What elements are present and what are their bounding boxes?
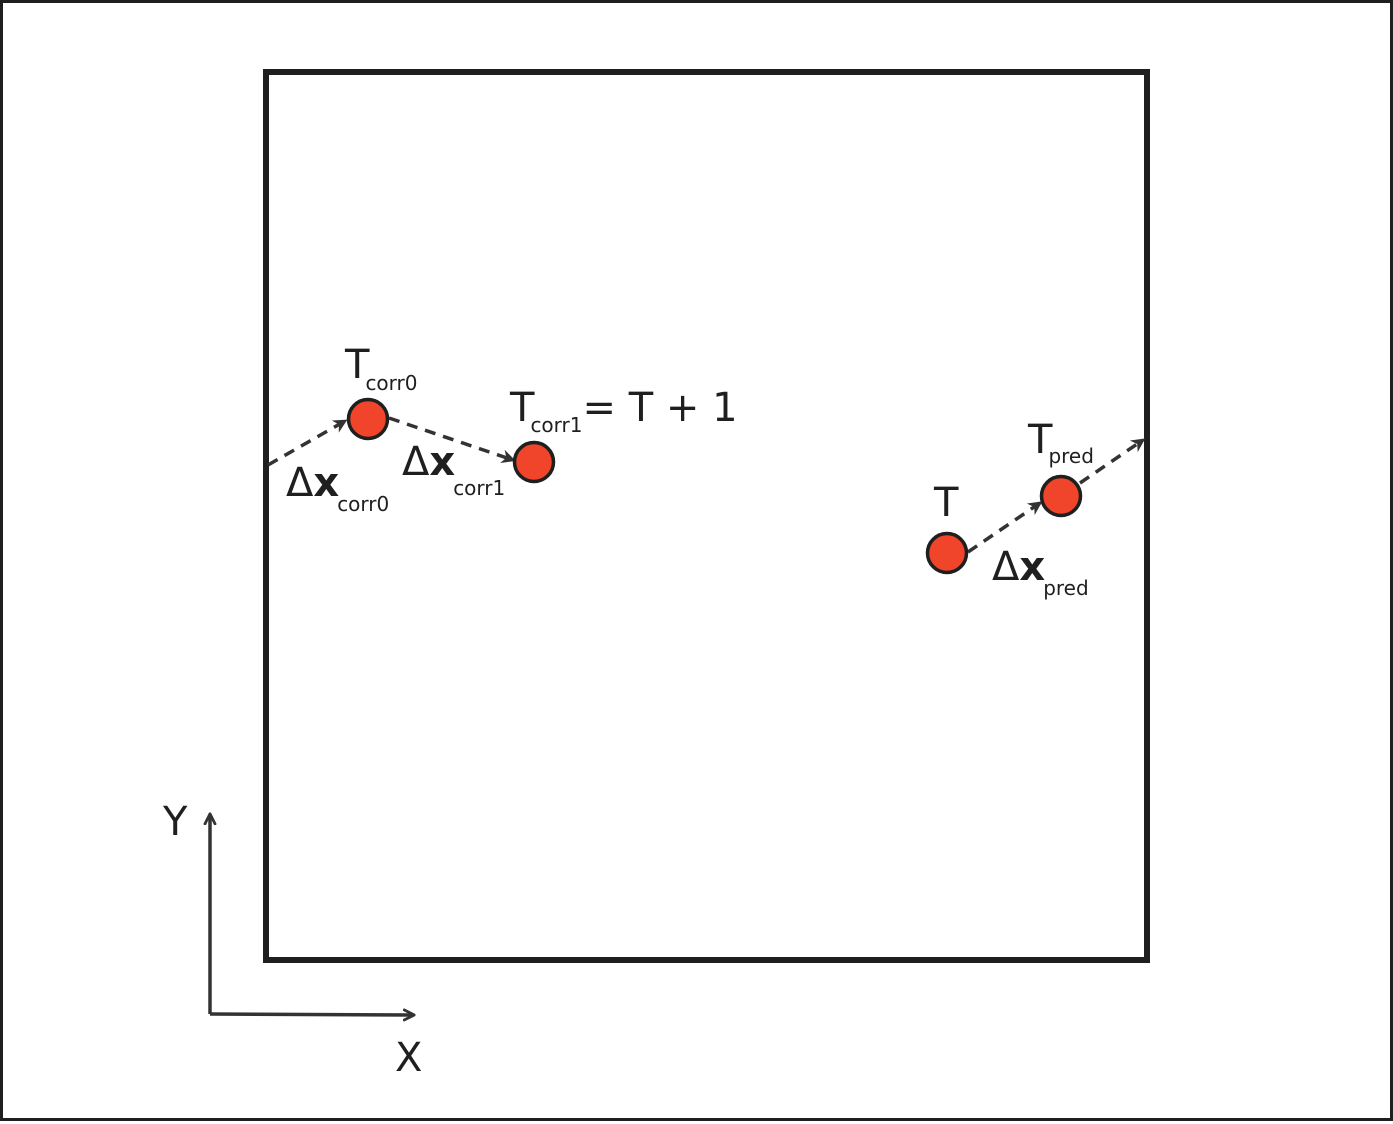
node-t-corr0 [346, 397, 390, 441]
x-axis-label: X [395, 1035, 422, 1081]
label-dx-pred: Δxpred [992, 544, 1089, 600]
label-t: T [933, 480, 959, 526]
node-t-pred [1039, 474, 1083, 518]
label-t-pred: Tpred [1027, 417, 1094, 468]
arrow-beyond-boundary [1079, 438, 1146, 485]
arrow-dx-corr1 [388, 416, 516, 464]
x-axis-arrow [209, 1014, 413, 1015]
label-t-corr1: Tcorr1= T + 1 [509, 385, 738, 437]
y-axis-label: Y [162, 799, 188, 845]
arrow-dx-corr0 [267, 419, 348, 467]
node-t-corr1 [512, 440, 556, 484]
domain-box [263, 69, 1150, 963]
node-t [925, 531, 969, 575]
label-t-corr0: Tcorr0 [344, 342, 418, 395]
arrow-dx-pred [967, 501, 1043, 554]
label-dx-corr0: Δxcorr0 [286, 460, 389, 516]
